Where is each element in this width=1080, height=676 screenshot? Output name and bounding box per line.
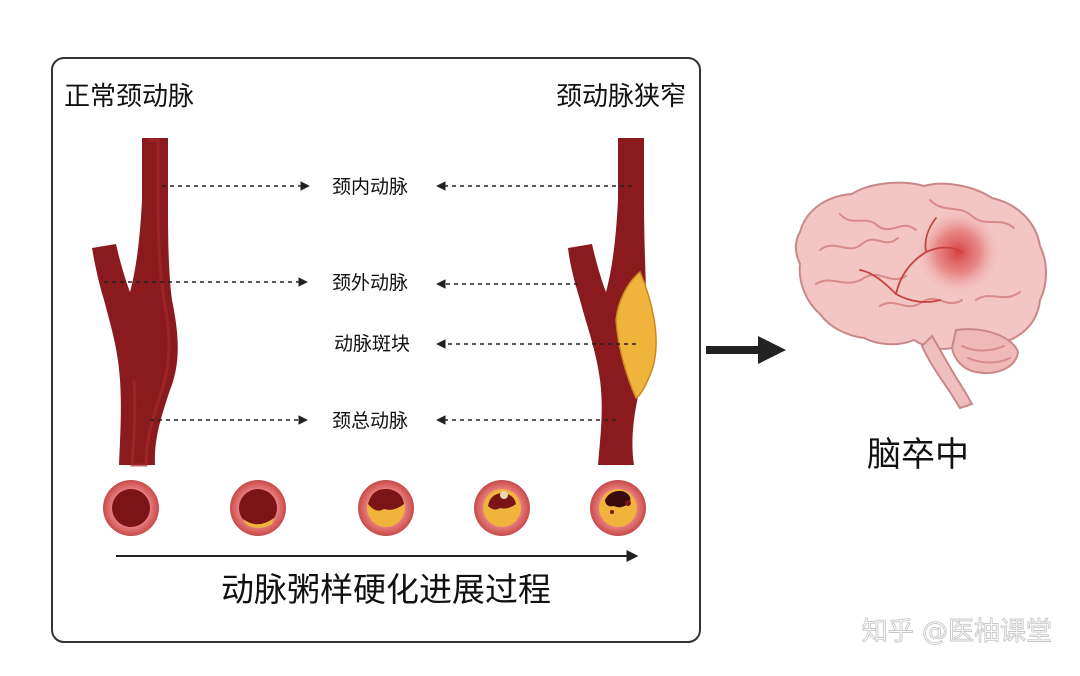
label-external-carotid: 颈外动脉	[332, 272, 408, 294]
watermark: 知乎 @医柚课堂	[862, 617, 1052, 647]
stenosed-carotid-artery	[568, 138, 657, 465]
cross-section-2	[230, 480, 286, 536]
stroke-label: 脑卒中	[867, 435, 969, 475]
normal-carotid-artery	[92, 138, 178, 467]
label-common-carotid: 颈总动脉	[332, 410, 408, 432]
progression-caption: 动脉粥样硬化进展过程	[221, 570, 551, 609]
stenosis-artery-title: 颈动脉狭窄	[556, 82, 686, 112]
brain-icon	[794, 181, 1047, 410]
carotid-plaque	[615, 270, 657, 400]
outcome-arrow-icon	[706, 336, 786, 364]
label-plaque: 动脉斑块	[334, 333, 410, 355]
cross-section-4	[474, 480, 530, 536]
cross-section-5	[590, 480, 646, 536]
cross-section-1	[103, 480, 159, 536]
label-internal-carotid: 颈内动脉	[332, 176, 408, 198]
pointer-lines	[104, 181, 636, 425]
cross-section-3	[358, 480, 414, 536]
panel-frame	[51, 57, 701, 643]
normal-artery-title: 正常颈动脉	[64, 82, 194, 112]
